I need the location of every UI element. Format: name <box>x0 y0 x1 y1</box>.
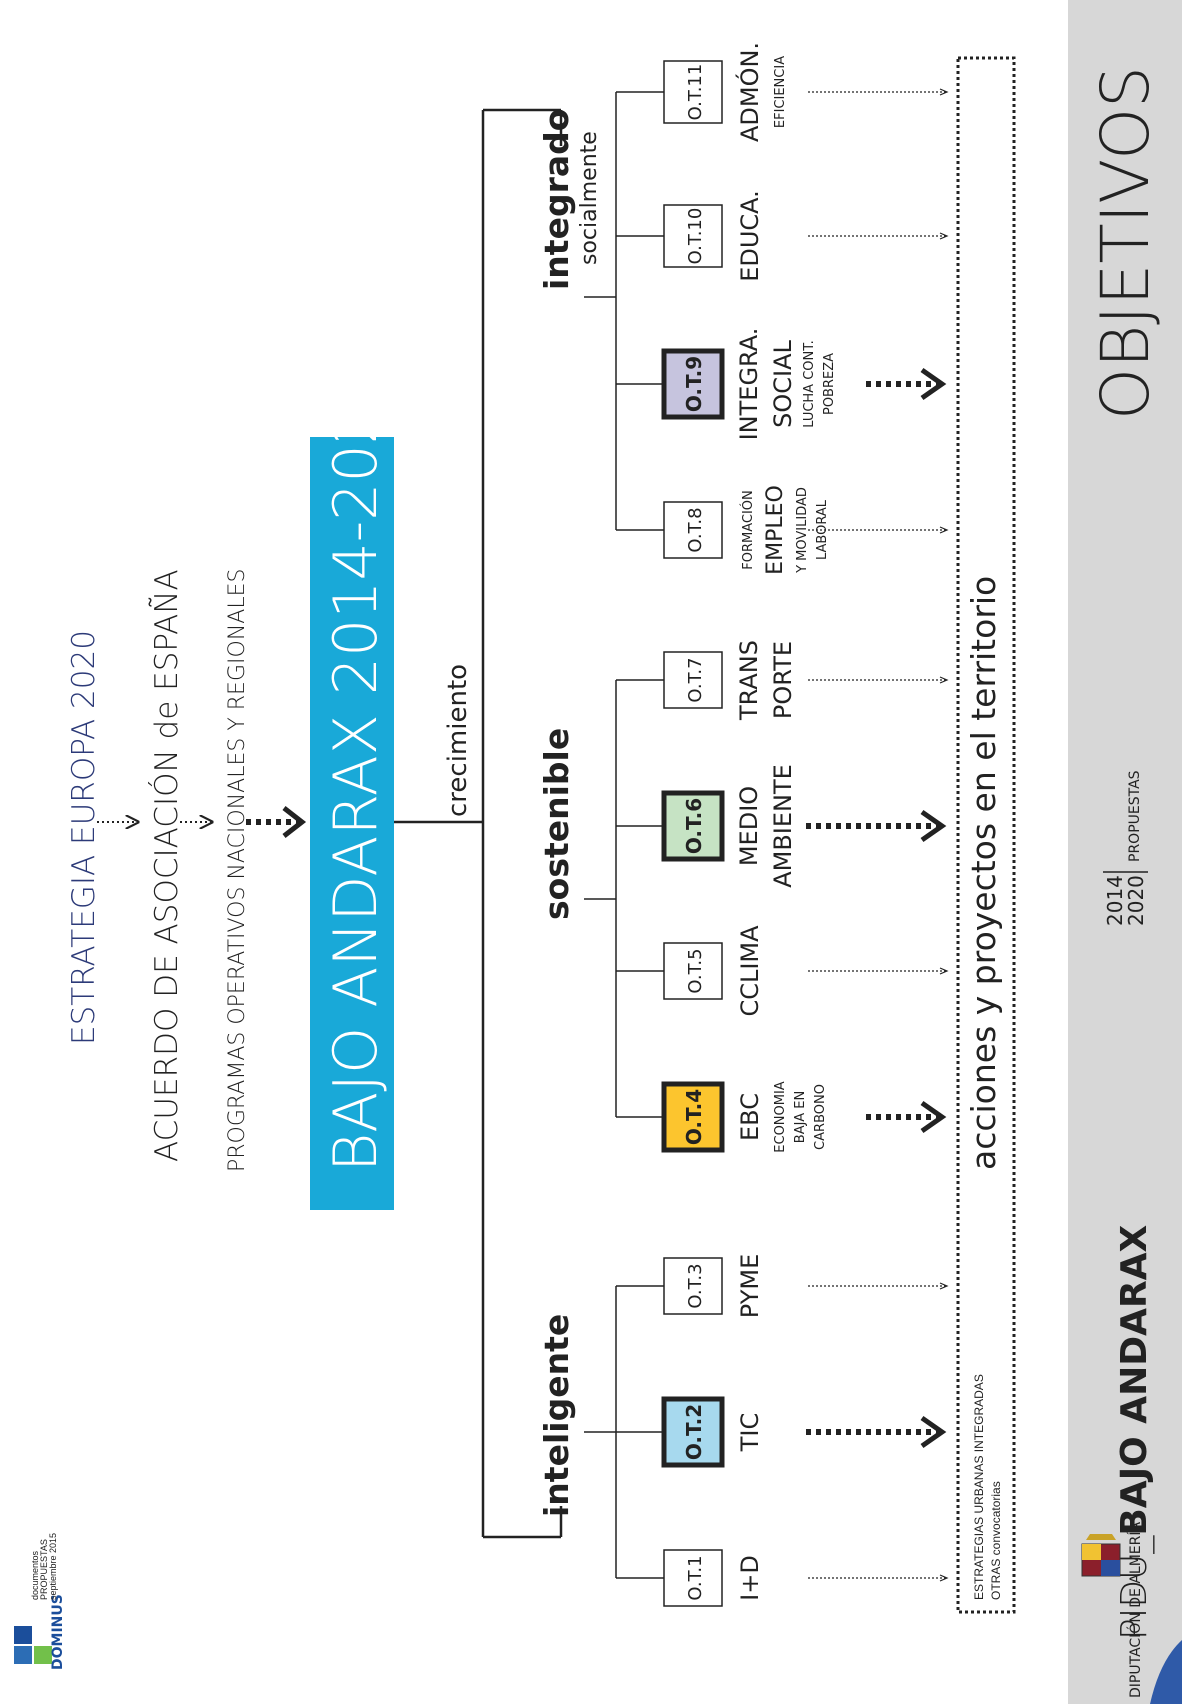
ot-box-5 <box>663 942 723 1000</box>
ot-label-5: CCLIMA <box>736 925 764 1017</box>
ot-sub-4-1: ECONOMIA <box>773 1081 788 1153</box>
ot-label-4: EBC <box>736 1093 764 1141</box>
dominus-brand: DOMINUS <box>50 1594 66 1670</box>
ot-box-10 <box>663 204 723 268</box>
group-sostenible: sostenible <box>537 728 576 920</box>
doc-line-1: documentos <box>30 1550 40 1600</box>
ot-label2-6: AMBIENTE <box>769 764 797 888</box>
ot-code-1: O.T.1 <box>685 1555 706 1600</box>
group-socialmente: socialmente <box>577 131 602 265</box>
year-2020: 2020 <box>1124 875 1148 926</box>
ot-sub-9-1: LUCHA CONT. <box>802 340 817 428</box>
ot-label-1: I+D <box>736 1555 764 1601</box>
actions-box <box>956 56 1016 1614</box>
ot-code-2: O.T.2 <box>682 1404 706 1460</box>
main-title-box <box>310 437 394 1210</box>
ot-label2-9: SOCIAL <box>769 339 797 427</box>
ot-box-8 <box>663 501 723 559</box>
objective-nodes: O.T.1 I+D O.T.2 TIC O.T.3 PYME O.T.4 EBC ECONOMI… <box>616 42 949 1607</box>
ot-box-4 <box>661 1081 725 1153</box>
ot-label-6: MEDIO <box>735 786 763 866</box>
ot-label-3: PYME <box>736 1254 764 1318</box>
svg-text:PIDU_BAJO ANDARAX: PIDU_BAJO ANDARAX <box>1114 1224 1155 1640</box>
pidu-prefix: PIDU_ <box>1114 1535 1155 1640</box>
actions-line-2: OTRAS convocatorias <box>989 1481 1003 1600</box>
group-integrado: integrado <box>537 109 576 290</box>
objetivos-title: OBJETIVOS <box>1087 66 1164 420</box>
ot-sub-4-2: BAJA EN <box>793 1091 808 1143</box>
ot-label-2: TIC <box>736 1413 764 1453</box>
doc-line-2: PROPUESTAS <box>39 1539 49 1600</box>
ot-code-5: O.T.5 <box>685 948 706 993</box>
propuestas-label: PROPUESTAS <box>1127 770 1143 862</box>
ot-arrowhead-8 <box>939 526 949 534</box>
ot-sub-11-1: EFICIENCIA <box>773 56 788 128</box>
ot-arrowhead-11 <box>939 88 949 96</box>
ot-label-8: EMPLEO <box>763 485 788 575</box>
ot-code-11: O.T.11 <box>685 64 706 121</box>
ot-code-9: O.T.9 <box>682 356 706 412</box>
ot-arrowhead-6 <box>920 809 947 843</box>
ot-box-9 <box>661 348 725 420</box>
ot-sub-9-2: POBREZA <box>822 353 837 415</box>
ot-arrowhead-5 <box>939 967 949 975</box>
ot-label-9: INTEGRA. <box>735 328 763 441</box>
ot-arrowhead-1 <box>939 1574 949 1582</box>
ot-label-7: TRANS <box>735 640 763 721</box>
ot-label-11: ADMÓN. <box>734 42 764 142</box>
estrategia-europa: ESTRATEGIA EUROPA 2020 <box>66 630 102 1045</box>
footer-blue-swoosh <box>1150 1640 1182 1704</box>
actions-title: acciones y proyectos en el territorio <box>964 576 1003 1170</box>
programas-operativos: PROGRAMAS OPERATIVOS NACIONALES Y REGION… <box>225 569 250 1172</box>
ot-arrowhead-3 <box>939 1282 949 1290</box>
pidu-bold: BAJO ANDARAX <box>1114 1224 1155 1535</box>
ot-arrowhead-7 <box>939 676 949 684</box>
ot-sub-8-1: Y MOVILIDAD <box>795 487 810 574</box>
ot-arrowhead-2 <box>920 1415 947 1449</box>
ot-box-2 <box>661 1396 725 1468</box>
ot-box-7 <box>663 651 723 709</box>
ot-code-4: O.T.4 <box>682 1089 706 1145</box>
ot-code-10: O.T.10 <box>685 208 706 265</box>
ot-label2-7: PORTE <box>769 641 797 719</box>
dominus-logo-icon <box>14 1626 52 1664</box>
ot-sub-8-2: LABORAL <box>815 499 830 560</box>
arrow-programas-head <box>282 806 307 838</box>
actions-line-1: ESTRATEGIAS URBANAS INTEGRADAS <box>972 1374 986 1600</box>
ot-box-3 <box>663 1257 723 1315</box>
ot-arrowhead-4 <box>920 1100 947 1134</box>
ot-arrowhead-9 <box>920 367 947 401</box>
diputacion-crest-icon <box>1081 1534 1121 1577</box>
year-2014: 2014 <box>1103 875 1127 926</box>
ot-code-6: O.T.6 <box>682 798 706 854</box>
ot-pre-8: FORMACIÓN <box>740 490 756 570</box>
ot-box-6 <box>661 790 725 862</box>
doc-line-3: septiembre 2015 <box>48 1533 58 1600</box>
acuerdo-asociacion: ACUERDO DE ASOCIACIÓN de ESPAÑA <box>148 569 185 1162</box>
crecimiento-label: crecimiento <box>443 664 473 817</box>
ot-label-10: EDUCA. <box>736 190 764 282</box>
ot-code-8: O.T.8 <box>685 507 706 552</box>
pidu-brand: PIDU_BAJO ANDARAX <box>1114 1224 1155 1640</box>
footer-band <box>1068 0 1182 1704</box>
ot-sub-4-3: CARBONO <box>813 1084 828 1150</box>
diputacion-label: DIPUTACIÓN DE ALMERÍA <box>1126 1522 1144 1698</box>
group-inteligente: inteligente <box>537 1314 576 1517</box>
ot-code-7: O.T.7 <box>685 657 706 702</box>
ot-box-11 <box>663 60 723 124</box>
ot-arrowhead-10 <box>939 232 949 240</box>
main-title: BAJO ANDARAX 2014-2020 <box>321 368 391 1172</box>
ot-code-3: O.T.3 <box>685 1263 706 1308</box>
ot-box-1 <box>663 1549 723 1607</box>
